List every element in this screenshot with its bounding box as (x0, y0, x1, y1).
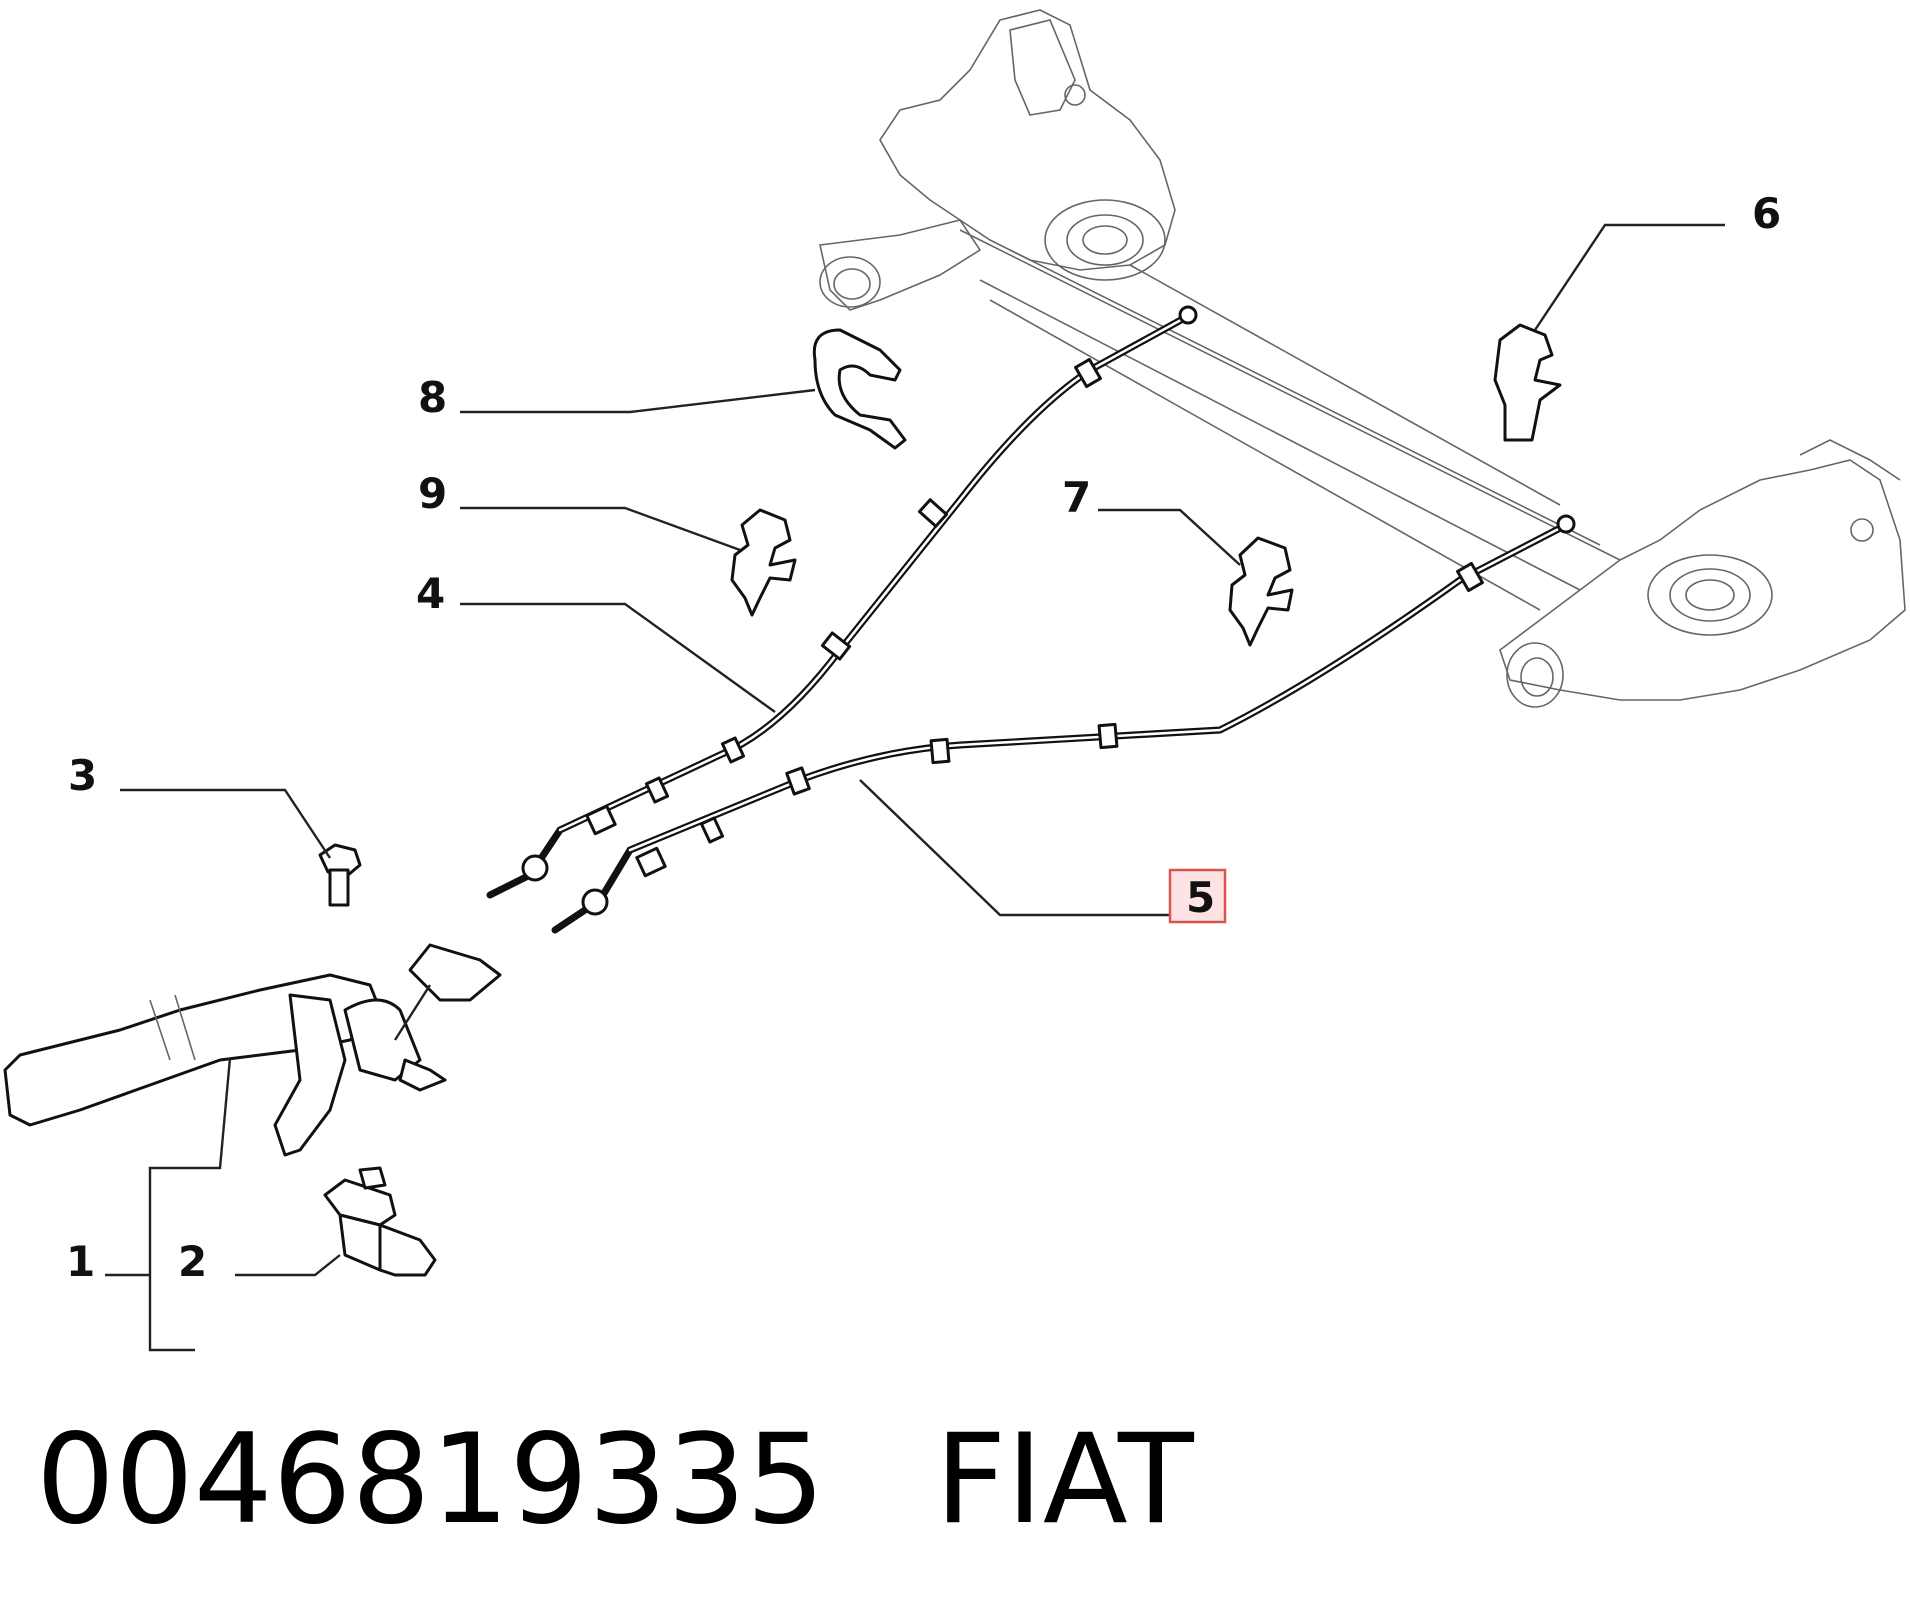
rear-axle (819, 9, 1906, 708)
bolt-part-3 (318, 843, 362, 907)
switch-part-2 (323, 1166, 437, 1277)
clip-part-7 (1228, 536, 1294, 647)
clamp-part-8 (812, 328, 907, 450)
leader-lines (105, 223, 1725, 1352)
footer: 0046819335 FIAT (36, 1410, 1194, 1550)
callout-1[interactable]: 1 (66, 1237, 95, 1286)
callout-4[interactable]: 4 (416, 569, 445, 618)
callout-7[interactable]: 7 (1062, 473, 1091, 522)
part-number: 0046819335 (36, 1408, 825, 1552)
cable-left (486, 305, 1198, 899)
brand-name: FIAT (934, 1408, 1194, 1552)
callout-5[interactable]: 5 (1186, 873, 1215, 922)
cable-right (551, 514, 1576, 934)
callout-8[interactable]: 8 (418, 373, 447, 422)
callout-5-highlight (1168, 868, 1227, 924)
handbrake-lever-part-1 (3, 943, 502, 1157)
callout-2[interactable]: 2 (178, 1237, 207, 1286)
callout-6[interactable]: 6 (1752, 189, 1781, 238)
callout-3[interactable]: 3 (68, 751, 97, 800)
callout-9[interactable]: 9 (418, 469, 447, 518)
clip-part-6 (1493, 323, 1562, 442)
clip-part-9 (730, 508, 797, 617)
